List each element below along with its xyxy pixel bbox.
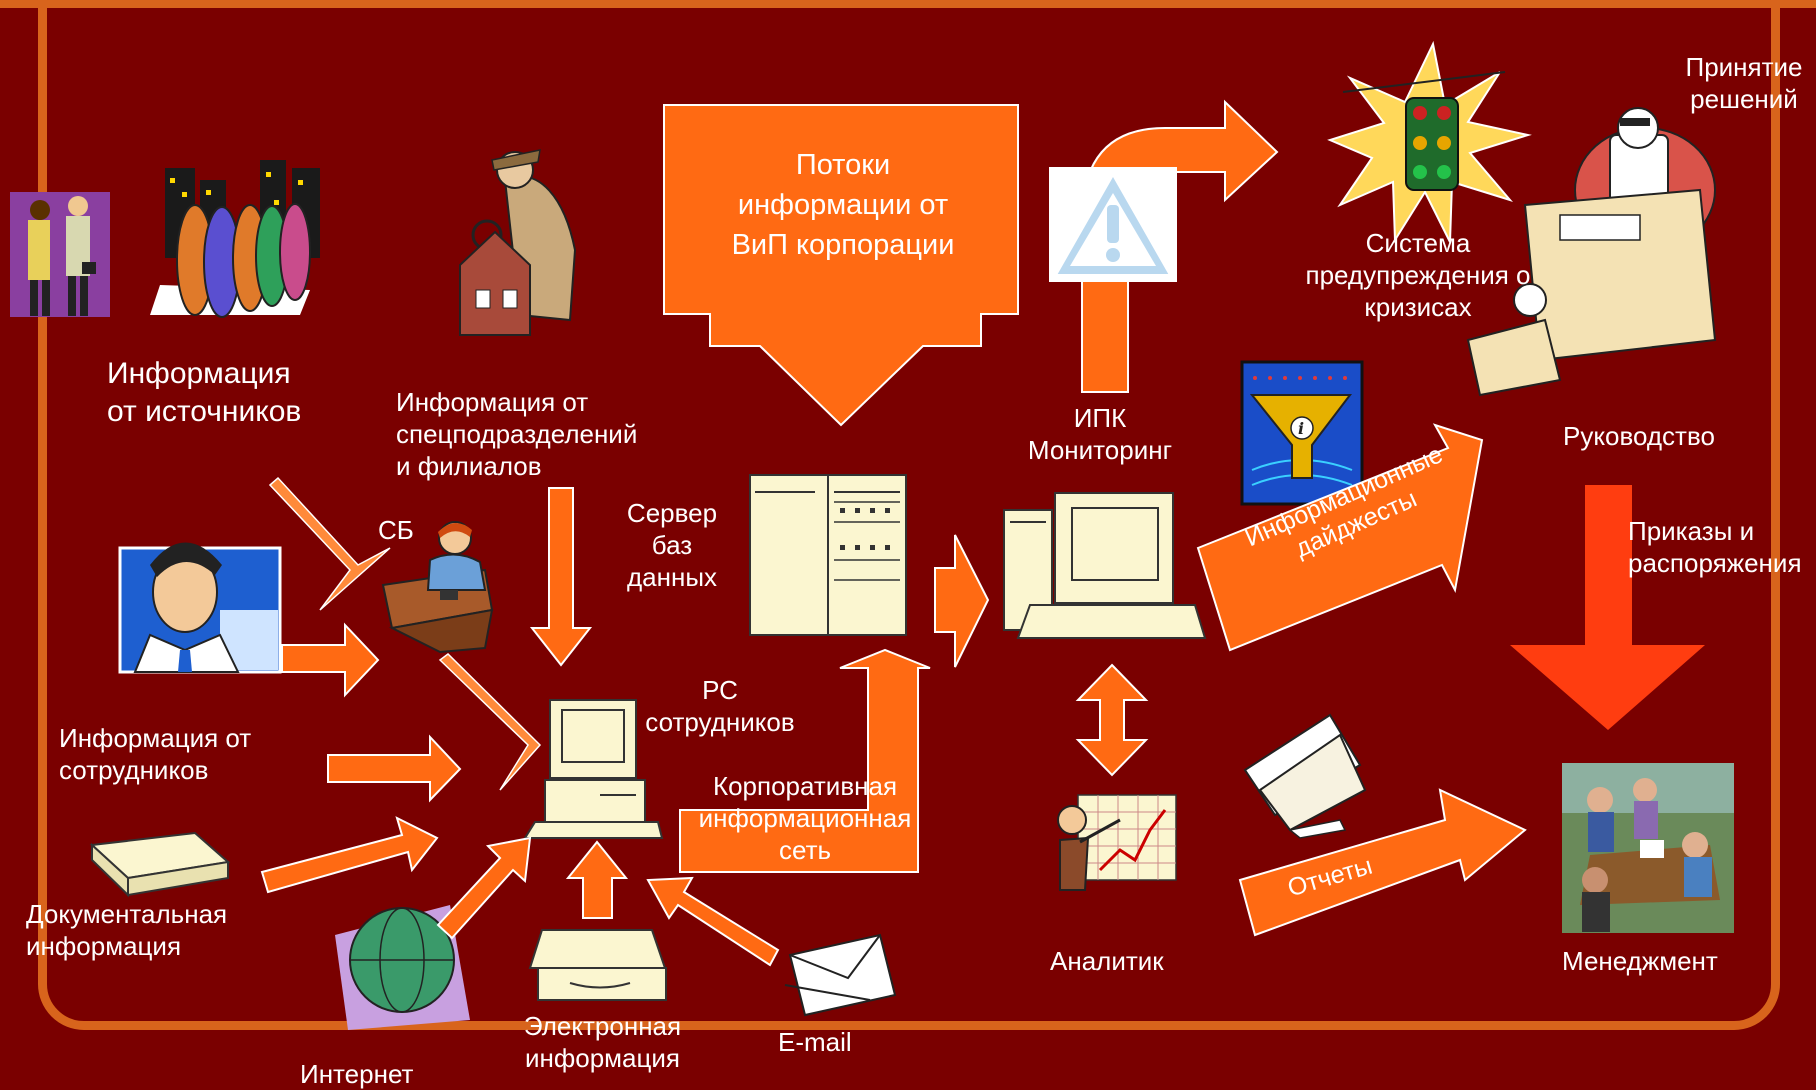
detective-house-icon <box>459 149 577 336</box>
funnel-info-icon: i <box>1240 360 1364 506</box>
globe-icon <box>335 905 470 1030</box>
label-subdivisions: Информация от спецподразделений и филиал… <box>396 387 638 481</box>
label-crisis: Система предупреждения о кризисах <box>1305 228 1531 322</box>
corp-network-arrow <box>679 648 931 873</box>
internet-to-ws-arrow <box>436 836 532 940</box>
email-to-ws-arrow <box>646 876 780 967</box>
label-sb: СБ <box>378 515 414 545</box>
sb-to-ws-line <box>438 653 542 791</box>
label-leadership: Руководство <box>1563 421 1715 451</box>
monitoring-computer-icon <box>1003 492 1207 639</box>
digests-arrow <box>1196 423 1484 652</box>
label-analyst: Аналитик <box>1050 946 1164 976</box>
electronic-up-arrow <box>565 840 629 919</box>
disk-drive-icon <box>528 929 667 1001</box>
traffic-light-icon <box>1327 40 1532 244</box>
crowd-city-icon <box>150 160 320 318</box>
handshake-people-icon <box>10 192 110 317</box>
reports-arrow <box>1238 788 1527 937</box>
envelope-icon <box>784 933 897 1017</box>
label-orders: Приказы и распоряжения <box>1628 516 1802 578</box>
meeting-photo-icon <box>1562 763 1734 933</box>
flow-title: Потоки информации от ВиП корпорации <box>731 149 955 261</box>
label-electronic: Электронная информация <box>523 1011 682 1073</box>
monitoring-analyst-arrow <box>1075 663 1149 777</box>
svg-text:i: i <box>1298 419 1304 438</box>
sources-to-sb-line <box>268 476 391 611</box>
label-sources: Информация от источников <box>107 357 302 428</box>
label-email: E-mail <box>778 1027 852 1057</box>
flow-arrow <box>663 104 1019 427</box>
label-internet: Интернет <box>300 1059 414 1089</box>
label-decisions: Принятие решений <box>1685 52 1803 114</box>
employees-to-ws-arrow <box>327 734 462 803</box>
label-employees-info: Информация от сотрудников <box>59 723 252 785</box>
label-corp-network: Корпоративная информационная сеть <box>698 771 912 865</box>
label-documentary: Документальная информация <box>26 899 228 961</box>
documentary-to-ws-arrow <box>260 816 439 894</box>
orders-down-arrow <box>1510 485 1705 730</box>
warning-sign-icon <box>1049 167 1177 282</box>
papers-icon <box>1243 713 1367 839</box>
slide-frame <box>38 0 1780 1030</box>
scanner-icon <box>89 831 231 898</box>
label-workstation: РС сотрудников <box>645 675 795 737</box>
phone-desk-man-icon <box>381 521 494 654</box>
label-management: Менеджмент <box>1562 946 1718 976</box>
portrait-to-sb-arrow <box>281 622 380 698</box>
subdivisions-down-arrow <box>529 487 593 667</box>
executive-desk-icon <box>1466 107 1717 397</box>
analyst-chart-icon <box>1057 794 1177 891</box>
man-portrait-icon <box>118 542 282 674</box>
label-db-server: Сервер баз данных <box>626 498 718 592</box>
database-server-icon <box>749 474 907 636</box>
label-ipk: ИПК Мониторинг <box>1027 403 1173 465</box>
workstation-computer-icon <box>523 699 664 839</box>
server-to-monitoring-arrow <box>934 534 990 668</box>
top-border-line <box>0 0 1816 8</box>
